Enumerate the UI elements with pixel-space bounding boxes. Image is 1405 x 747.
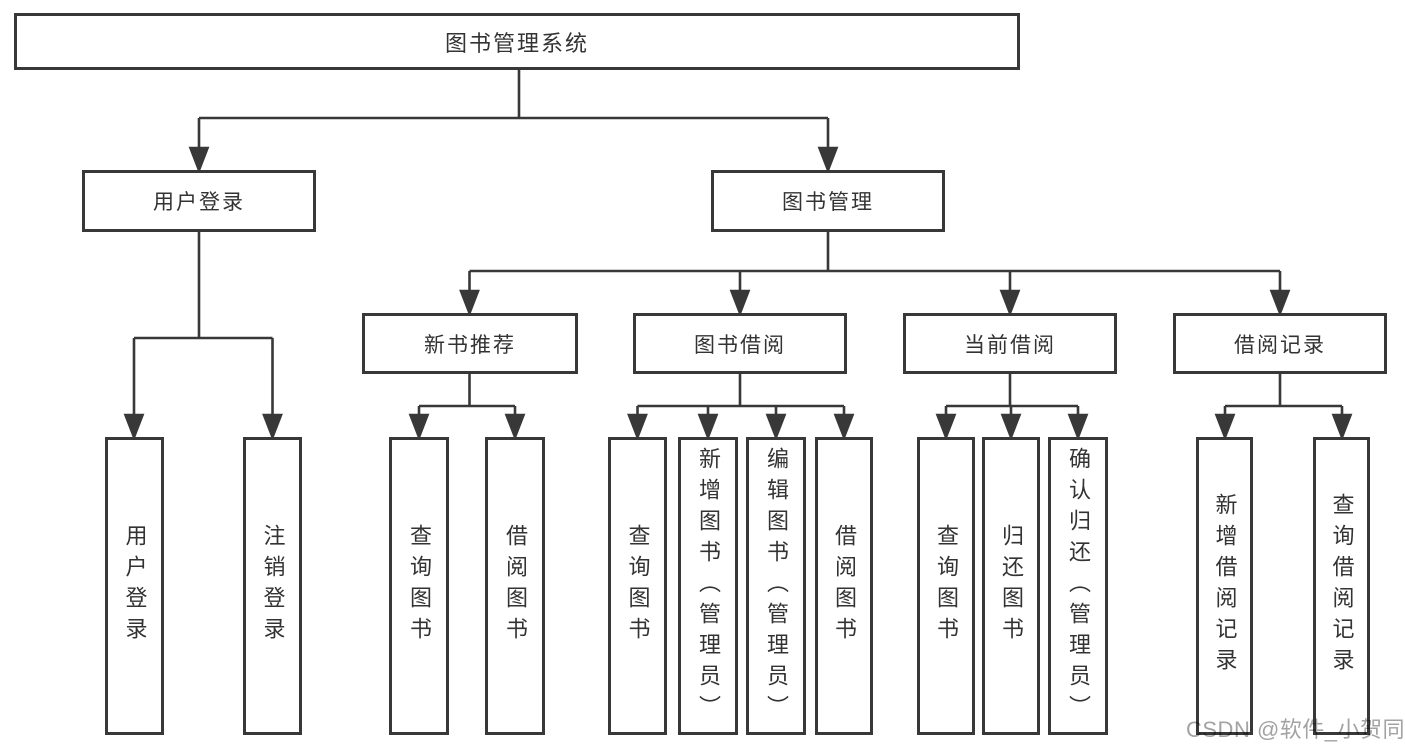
leaf-add-books-admin: 新增图书（管理员）	[678, 437, 738, 735]
leaf-query-books-recommend: 查询图书	[389, 437, 449, 735]
leaf-confirm-return-admin: 确认归还（管理员）	[1048, 437, 1108, 735]
node-new-book-recommend: 新书推荐	[362, 313, 578, 374]
node-book-borrowing: 图书借阅	[633, 313, 847, 374]
leaf-return-books: 归还图书	[982, 437, 1040, 735]
leaf-query-books-current: 查询图书	[917, 437, 975, 735]
node-borrowing-records: 借阅记录	[1173, 313, 1387, 374]
node-book-management: 图书管理	[711, 170, 945, 232]
leaf-query-borrow-record: 查询借阅记录	[1313, 437, 1370, 735]
node-library-management-system: 图书管理系统	[14, 13, 1020, 70]
csdn-watermark: CSDN @软件_小贺同学	[1186, 717, 1405, 742]
node-user-login: 用户登录	[82, 170, 316, 232]
leaf-logout: 注销登录	[243, 437, 302, 735]
leaf-edit-books-admin: 编辑图书（管理员）	[746, 437, 806, 735]
leaf-user-login: 用户登录	[105, 437, 164, 735]
leaf-borrow-books: 借阅图书	[815, 437, 873, 735]
leaf-query-books-borrow: 查询图书	[608, 437, 667, 735]
leaf-add-borrow-record: 新增借阅记录	[1196, 437, 1253, 735]
node-current-borrowing: 当前借阅	[903, 313, 1117, 374]
leaf-borrow-books-recommend: 借阅图书	[485, 437, 545, 735]
